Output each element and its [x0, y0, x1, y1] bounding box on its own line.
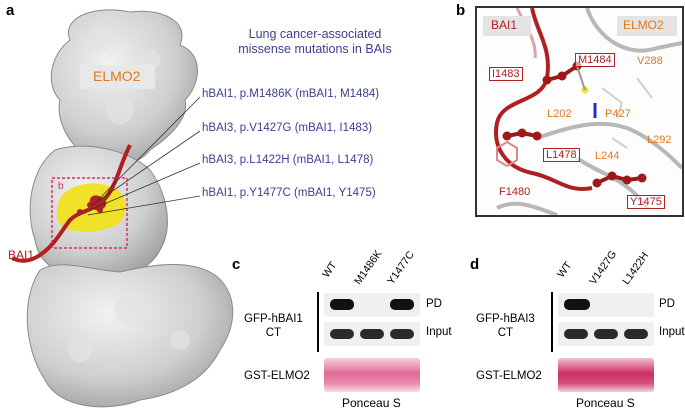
c-pd-band-3 [390, 299, 414, 310]
c-input-blot [324, 322, 420, 346]
residue-v288: V288 [637, 55, 663, 67]
c-sample-line1: GFP-hBAI1 [244, 313, 303, 325]
mutations-title: Lung cancer-associated missense mutation… [200, 27, 430, 57]
residue-m1484: M1484 [575, 53, 615, 67]
c-lane-3: Y1477C [385, 249, 417, 287]
zoom-structure [494, 8, 682, 215]
d-input-band-2 [594, 329, 618, 339]
inset-box-b [51, 177, 128, 249]
d-input-band-1 [564, 329, 588, 339]
d-ponceau-strip [558, 358, 654, 392]
d-pd-blot [558, 293, 654, 317]
b-elmo2-label-bg [617, 16, 677, 36]
d-input-label: Input [659, 326, 685, 338]
inset-letter: b [58, 181, 64, 192]
panel-d-letter: d [470, 256, 480, 273]
c-input-band-1 [330, 329, 354, 339]
d-sample-label: GFP-hBAI3 CT [476, 312, 535, 340]
panel-c-letter: c [232, 256, 241, 273]
mutation-3: hBAI3, p.L1422H (mBAI1, L1478) [202, 154, 374, 166]
elmo2-label-box [80, 65, 155, 89]
d-input-band-3 [624, 329, 648, 339]
d-stain-label: Ponceau S [576, 396, 635, 410]
c-gst-label: GST-ELMO2 [244, 370, 310, 382]
c-ponceau-strip [324, 358, 420, 392]
d-bracket [551, 292, 553, 352]
c-input-band-2 [360, 329, 384, 339]
protein-surface-structure [11, 9, 234, 408]
d-pd-band-1 [564, 299, 590, 310]
c-input-band-3 [390, 329, 414, 339]
mutation-4: hBAI1, p.Y1477C (mBAI1, Y1475) [202, 187, 376, 199]
d-lane-2: V1427G [587, 248, 620, 287]
d-pd-label: PD [659, 298, 675, 310]
residue-l244: L244 [595, 150, 620, 162]
residue-l292: L292 [647, 134, 672, 146]
mutation-1: hBAI1, p.M1486K (mBAI1, M1484) [202, 88, 380, 100]
residue-p427: P427 [605, 108, 631, 120]
bai1-ribbon [11, 144, 132, 263]
b-bai1-label-bg [483, 16, 531, 36]
c-stain-label: Ponceau S [342, 396, 401, 410]
panel-b-letter: b [456, 2, 466, 19]
mutations-title-line1: Lung cancer-associated [248, 27, 382, 41]
residue-f1480: F1480 [499, 186, 531, 198]
residue-l1478: L1478 [543, 148, 580, 162]
c-sample-label: GFP-hBAI1 CT [244, 312, 303, 340]
c-input-label: Input [426, 326, 452, 338]
b-elmo2-label: ELMO2 [623, 18, 664, 32]
residue-i1483: I1483 [489, 67, 523, 81]
d-lane-3: L1422H [620, 249, 652, 287]
elmo2-label: ELMO2 [93, 68, 141, 84]
c-sample-line2: CT [265, 327, 282, 339]
panel-a-letter: a [6, 2, 15, 19]
residue-y1475: Y1475 [627, 195, 665, 209]
mutation-2: hBAI3, p.V1427G (mBAI1, I1483) [202, 122, 373, 134]
c-bracket [317, 292, 319, 352]
mutations-title-line2: missense mutations in BAIs [238, 42, 392, 56]
d-sample-line2: CT [497, 327, 514, 339]
c-pd-band-1 [330, 299, 354, 310]
c-lane-1: WT [320, 259, 340, 280]
c-pd-label: PD [426, 298, 442, 310]
d-lane-1: WT [555, 259, 575, 280]
d-sample-line1: GFP-hBAI3 [476, 313, 535, 325]
d-gst-label: GST-ELMO2 [476, 370, 542, 382]
d-input-blot [558, 322, 654, 346]
c-lane-2: M1486K [352, 248, 385, 287]
bai1-label: BAI1 [8, 248, 35, 262]
panel-b-zoom-view: BAI1 ELMO2 I1483 M1484 L1478 Y1475 V288 … [475, 6, 684, 217]
b-bai1-label: BAI1 [491, 18, 518, 32]
residue-l202: L202 [547, 108, 572, 120]
c-pd-blot [324, 293, 420, 317]
